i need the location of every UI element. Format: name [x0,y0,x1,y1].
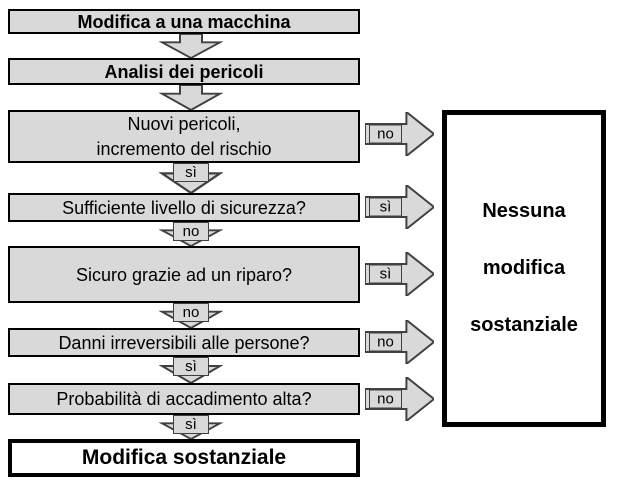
side-arrow-4: no [365,320,434,364]
step-label: Analisi dei pericoli [104,61,264,82]
result-label: Modifica sostanziale [81,446,287,469]
outcome-line: Nessuna [482,200,566,222]
down-arrow-1 [159,34,223,58]
connector-label: no [173,222,209,241]
result-box-modifica-sostanziale: Modifica sostanziale [8,439,360,477]
step-box-sicuro-riparo: Sicuro grazie ad un riparo? [8,246,360,303]
connector-label: no [369,124,402,144]
connector-label: no [369,389,402,409]
step-label: Danni irreversibili alle persone? [58,332,310,353]
outcome-line: modifica [482,257,566,279]
step-label: Sicuro grazie ad un riparo? [75,264,293,285]
step-label-line1: Nuovi pericoli, [127,113,241,134]
down-arrow-3: sì [159,163,223,193]
connector-label: sì [173,357,209,376]
connector-label: sì [173,163,209,182]
step-box-nuovi-pericoli: Nuovi pericoli, incremento del rischio [8,110,360,163]
down-arrow-2 [159,85,223,110]
down-arrow-6: sì [159,357,223,383]
step-box-analisi-pericoli: Analisi dei pericoli [8,58,360,85]
down-arrow-4: no [159,222,223,246]
step-box-sufficiente-sicurezza: Sufficiente livello di sicurezza? [8,193,360,222]
connector-label: sì [369,197,402,217]
connector-label: sì [173,415,209,434]
side-arrow-1: no [365,112,434,156]
down-arrow-7: sì [159,415,223,439]
step-box-modifica-macchina: Modifica a una macchina [8,9,360,34]
step-label: Probabilità di accadimento alta? [56,389,312,409]
down-arrow-icon [159,34,223,58]
connector-label: no [369,332,402,352]
down-arrow-5: no [159,303,223,328]
side-arrow-5: no [365,377,434,421]
step-box-probabilita-accadimento: Probabilità di accadimento alta? [8,383,360,415]
connector-label: sì [369,264,402,284]
outcome-box-nessuna-modifica: Nessuna modifica sostanziale [442,110,606,427]
down-arrow-icon [159,85,223,110]
side-arrow-3: sì [365,252,434,296]
step-label-line2: incremento del rischio [96,138,272,159]
connector-label: no [173,303,209,322]
step-label: Sufficiente livello di sicurezza? [62,197,306,218]
step-box-danni-irreversibili: Danni irreversibili alle persone? [8,328,360,357]
outcome-line: sostanziale [470,314,578,336]
step-label: Modifica a una macchina [77,11,291,32]
side-arrow-2: sì [365,185,434,229]
